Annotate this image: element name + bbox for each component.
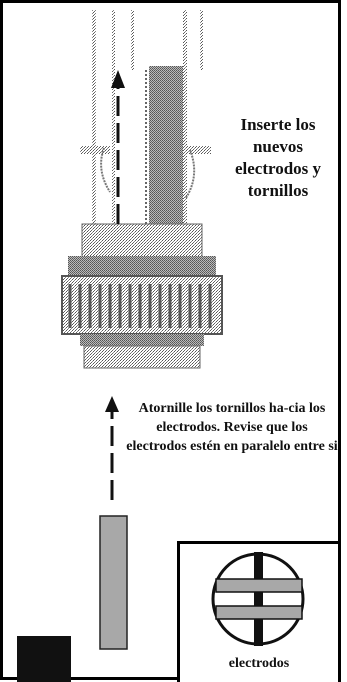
threaded-collar <box>61 223 223 369</box>
insert-instruction-caption: Inserte los nuevos electrodos y tornillo… <box>234 115 322 200</box>
screw-direction-arrow <box>105 396 119 500</box>
screw-instruction-caption: Atornille los tornillos ha-cia los elect… <box>126 401 338 454</box>
inset-label: electrodos <box>228 656 290 671</box>
screw-rod <box>99 515 128 650</box>
probe-tube <box>80 10 211 234</box>
page-border <box>0 0 341 680</box>
insert-direction-arrow <box>111 70 125 224</box>
black-corner-block <box>17 636 71 682</box>
